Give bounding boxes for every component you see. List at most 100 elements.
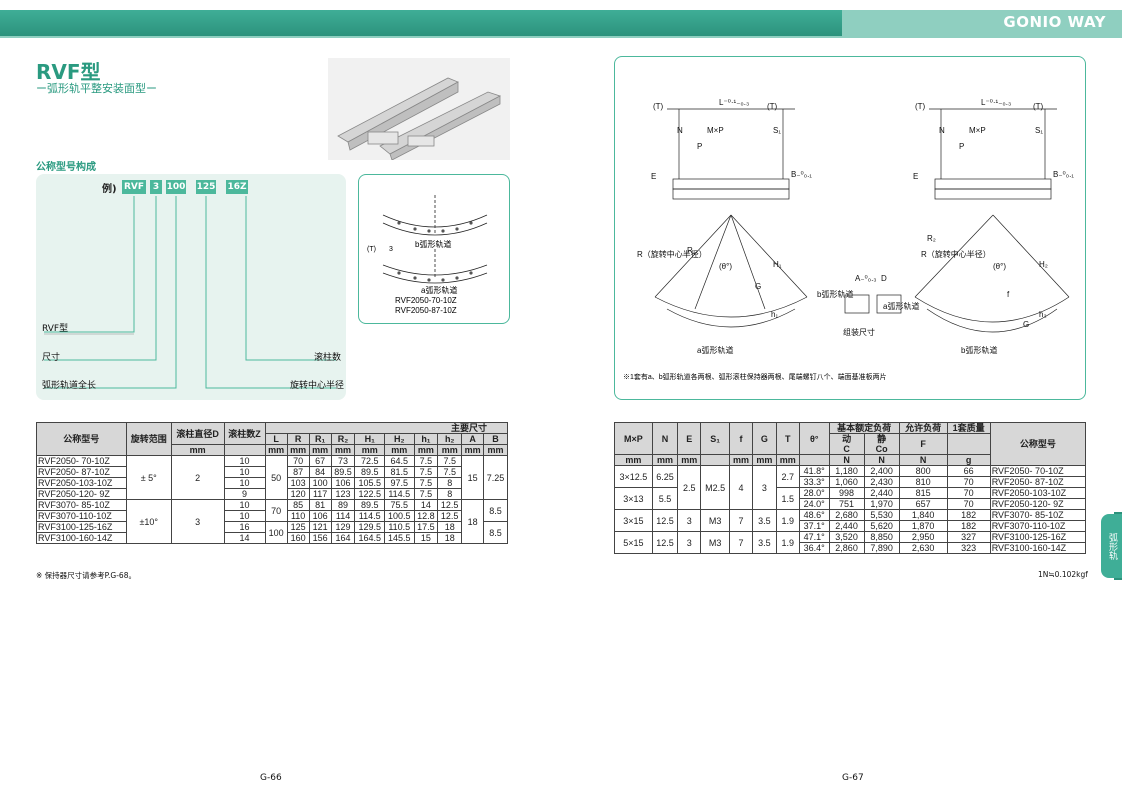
table-cell: 81.5 (383, 466, 415, 478)
table-cell: 751 (828, 498, 865, 510)
th-B: B (483, 433, 508, 445)
table-cell: 33.3° (798, 476, 830, 488)
annotation-type: RVF型 (42, 324, 69, 334)
code-rollers: 16Z (226, 180, 248, 194)
table-cell: 50 (264, 455, 288, 500)
table-cell: 3 (677, 531, 702, 554)
model-cell: RVF2050-120- 9Z (36, 488, 127, 500)
table-cell: 123 (330, 488, 356, 500)
th-model: 公称型号 (36, 422, 127, 456)
model-cell: RVF2050-103-10Z (989, 487, 1087, 499)
dim-theta: (θ°) (719, 262, 732, 271)
table-cell: M3 (700, 531, 730, 554)
table-cell: 3×13 (614, 487, 653, 510)
unit: N (828, 454, 865, 466)
table-cell: 12.5 (651, 509, 679, 532)
product-photo (328, 58, 510, 161)
table-cell: 5.5 (651, 487, 679, 510)
unit: mm (752, 454, 777, 466)
table-cell: 103 (286, 477, 310, 489)
table-cell: 7,890 (863, 542, 900, 554)
model-cell: RVF3070- 85-10Z (989, 509, 1087, 521)
dim-E: E (651, 172, 656, 181)
brand-band (842, 10, 1122, 36)
table-cell: 1.9 (775, 531, 800, 554)
table-cell: 89 (330, 499, 356, 511)
table-cell: 810 (898, 476, 948, 488)
table-cell: 12.5 (651, 531, 679, 554)
table-cell: 7.5 (413, 488, 439, 500)
dim-S1: S₁ (773, 126, 781, 135)
table-cell: 18 (437, 532, 463, 544)
table-cell: 5×15 (614, 531, 653, 554)
dim-R1: R₁ (687, 246, 696, 255)
table-cell: 10 (223, 455, 266, 467)
table-cell: 84 (308, 466, 332, 478)
table-cell: 323 (946, 542, 991, 554)
table-cell: 106 (330, 477, 356, 489)
dim-P: P (697, 142, 702, 151)
table-cell: 7 (728, 509, 754, 532)
table-cell: 97.5 (383, 477, 415, 489)
unit: mm (264, 444, 288, 456)
table-cell: 998 (828, 487, 865, 499)
annotation-size: 尺寸 (42, 353, 61, 363)
table-cell: 36.4° (798, 542, 830, 554)
dim-H1: H₁ (773, 260, 782, 269)
dim-H2: H₂ (1039, 260, 1048, 269)
table-cell: 100 (264, 521, 288, 544)
code-radius: 125 (196, 180, 216, 194)
mini-rail-diagram: (T) 3 b弧形轨道 a弧形轨道 RVF2050-70-10Z RVF2050… (358, 174, 510, 324)
table-cell: 2,400 (863, 465, 900, 477)
label-a-rail: a弧形轨道 (697, 345, 733, 355)
model-composition-label: 公称型号构成 (36, 162, 96, 173)
table-cell: 14 (413, 499, 439, 511)
table-cell: 12.5 (437, 510, 463, 522)
table-cell: 9 (223, 488, 266, 500)
table-cell: 37.1° (798, 520, 830, 532)
table-cell: 7.5 (413, 466, 439, 478)
model-cell: RVF2050- 70-10Z (36, 455, 127, 467)
th-A: A (461, 433, 485, 445)
model-cell: RVF2050-103-10Z (36, 477, 127, 489)
table-cell: 1,180 (828, 465, 865, 477)
table-cell: 2,680 (828, 509, 865, 521)
dim-T-right: (T) (767, 102, 778, 111)
page-title: RVF型 (36, 60, 101, 84)
unit-note: 1N≒0.102kgf (1038, 570, 1088, 579)
unit: N (863, 454, 900, 466)
annotation-rollers: 滚柱数 (314, 353, 342, 363)
table-cell: 129.5 (354, 521, 385, 533)
table-cell: ± 5° (125, 455, 172, 500)
dim-N-b: N (939, 126, 945, 135)
th-mass: 1套质量 (946, 422, 991, 434)
unit: mm (330, 444, 356, 456)
table-cell: 81 (308, 499, 332, 511)
table-cell: 8 (437, 488, 463, 500)
dim-h1: h₁ (771, 310, 778, 319)
unit: mm (437, 444, 463, 456)
right-spec-table: M×P N E S₁ f G T θ° 基本额定负荷 允许负荷 1套质量 公称型… (614, 422, 1087, 554)
table-cell: 2.7 (775, 465, 800, 488)
dim-G: G (755, 282, 761, 291)
table-cell: 15 (461, 455, 485, 500)
table-cell: 2 (170, 455, 225, 500)
unit: g (946, 454, 991, 466)
model-cell: RVF3070-110-10Z (989, 520, 1087, 532)
mini-b-label: b弧形轨道 (415, 239, 451, 249)
table-cell: 47.1° (798, 531, 830, 543)
dim-L-b: L⁻⁰·¹₋₀.₃ (981, 98, 1011, 107)
table-cell: 70 (286, 455, 310, 467)
th-H1: H₁ (354, 433, 385, 445)
table-cell: 164.5 (354, 532, 385, 544)
table-cell: 15 (413, 532, 439, 544)
table-cell: 3.5 (752, 531, 777, 554)
th-f: f (728, 422, 754, 455)
side-tab[interactable]: 弧形轨 (1101, 514, 1122, 578)
page-number-left: G-66 (260, 773, 282, 783)
th-model-r: 公称型号 (989, 422, 1087, 466)
